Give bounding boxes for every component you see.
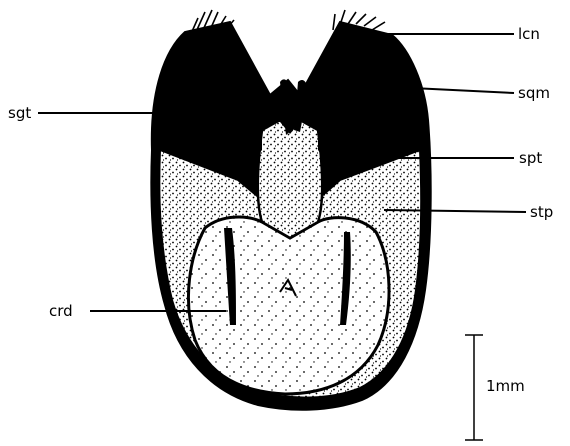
central-body: [188, 217, 389, 394]
label-lcn: lcn: [518, 25, 540, 43]
scale-bar-label: 1mm: [486, 377, 525, 395]
label-crd: crd: [49, 302, 73, 320]
label-sqm: sqm: [518, 84, 550, 102]
central-stalk: [258, 120, 322, 238]
label-spt: spt: [519, 149, 542, 167]
leader-sqm: [412, 88, 514, 93]
label-sgt: sgt: [8, 104, 31, 122]
scale-bar: [465, 335, 483, 440]
label-stp: stp: [530, 203, 553, 221]
